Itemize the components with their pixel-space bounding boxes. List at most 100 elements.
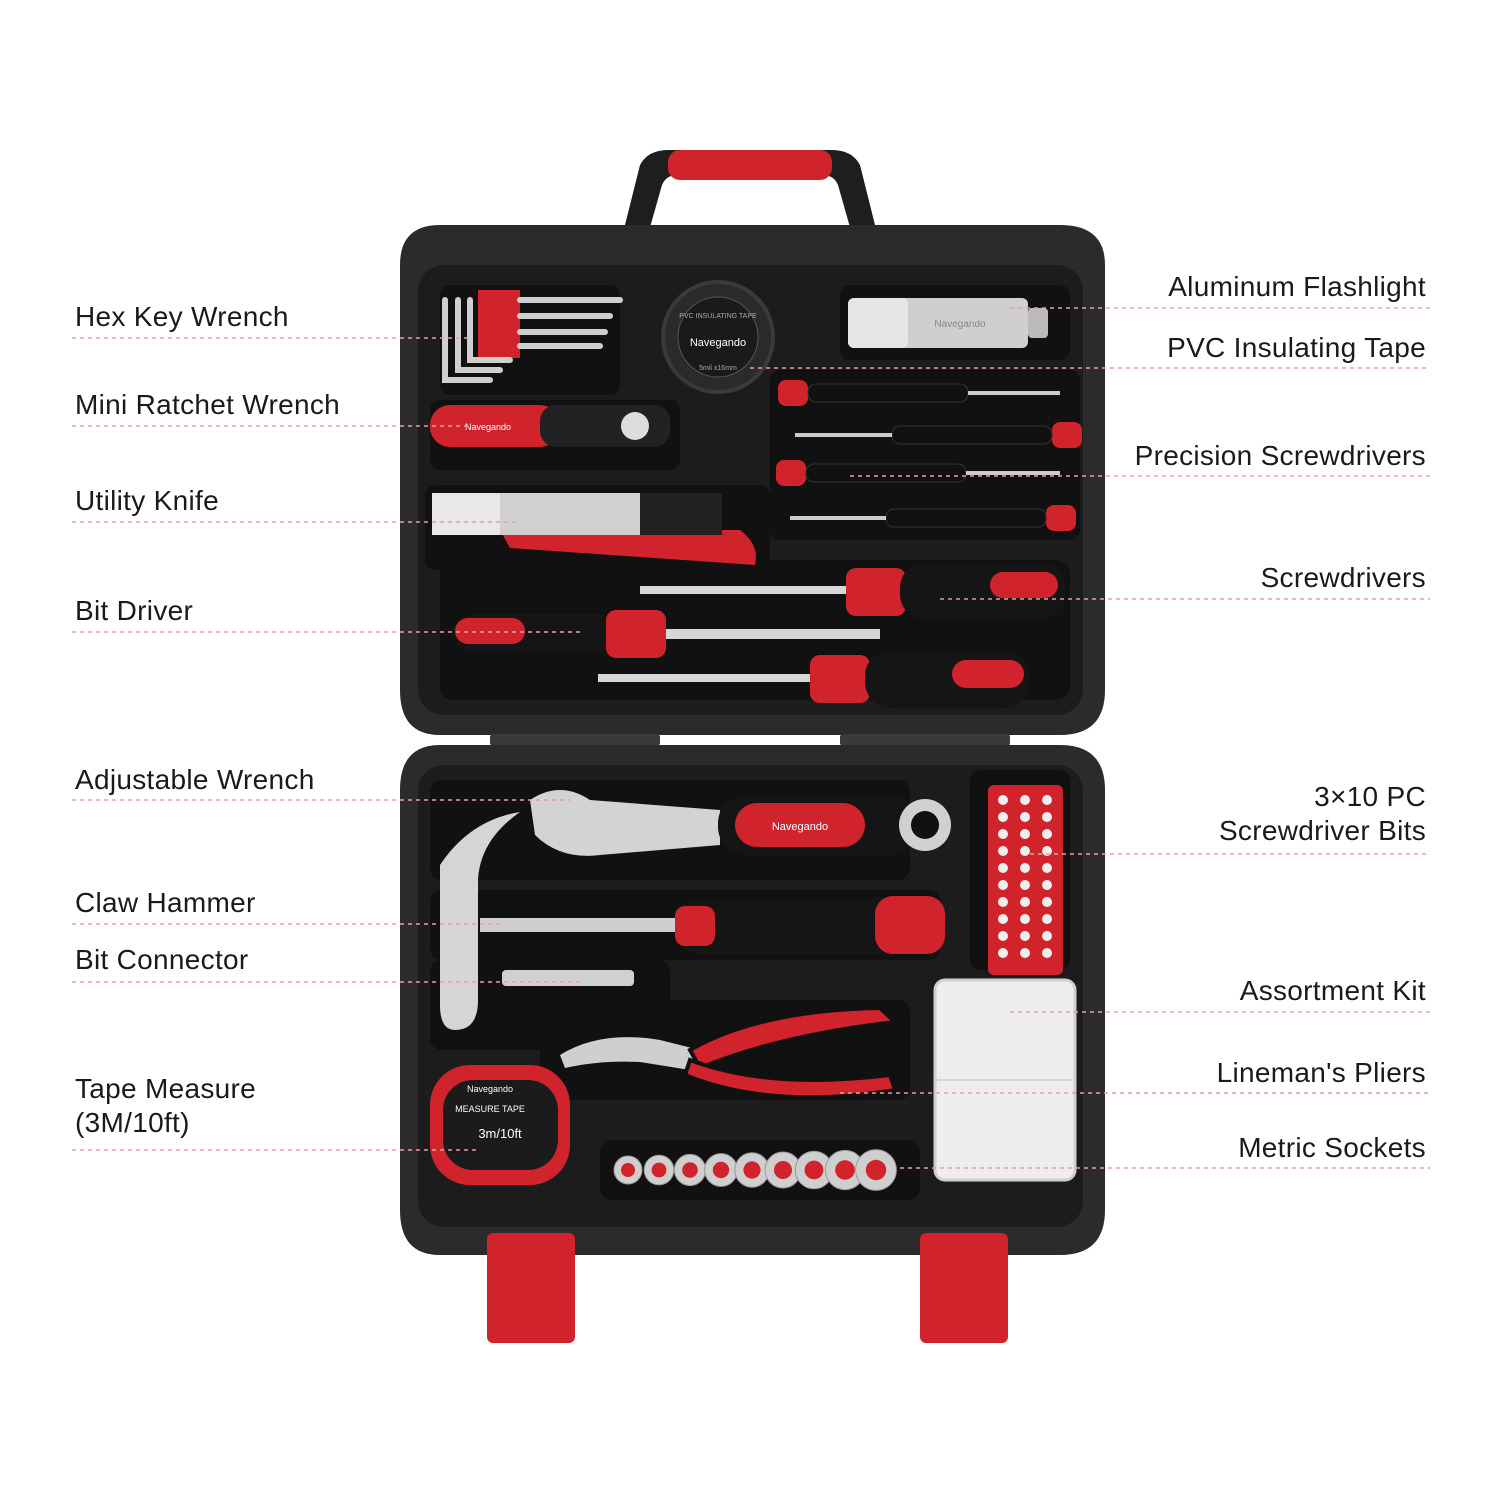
label-line: Screwdriver Bits	[1218, 815, 1426, 846]
label-tape-measure: Tape Measure (3M/10ft)	[75, 1072, 256, 1140]
measure-length-text: 3m/10ft	[478, 1126, 522, 1141]
label-line: Hex Key Wrench	[75, 301, 289, 332]
screwdriver-bit	[1020, 931, 1030, 941]
screwdriver-bit	[1020, 812, 1030, 822]
tape-title-text: PVC INSULATING TAPE	[679, 313, 757, 320]
screwdriver-bit	[998, 812, 1008, 822]
screwdriver-bit	[1042, 931, 1052, 941]
label-precision-screwdrivers: Precision Screwdrivers	[1135, 439, 1426, 473]
label-line: Aluminum Flashlight	[1168, 271, 1426, 302]
label-hex-key-wrench: Hex Key Wrench	[75, 300, 289, 334]
label-line: (3M/10ft)	[75, 1107, 190, 1138]
claw-hammer-tool	[440, 812, 945, 1030]
label-line: Adjustable Wrench	[75, 764, 315, 795]
label-line: Claw Hammer	[75, 887, 256, 918]
label-utility-knife: Utility Knife	[75, 484, 219, 518]
socket-core	[774, 1161, 792, 1179]
case-latches	[487, 1233, 1008, 1343]
screwdriver-bit	[1020, 914, 1030, 924]
screwdriver-bit	[1020, 880, 1030, 890]
screwdriver-bit	[998, 795, 1008, 805]
leader-lines	[72, 307, 1430, 1169]
wrench-brand-text: Navegando	[772, 821, 828, 833]
screwdriver-bit	[1020, 795, 1030, 805]
linemans-pliers-tool	[560, 1005, 900, 1100]
screwdrivers-tool	[453, 562, 1065, 708]
tape-brand-text: Navegando	[690, 337, 746, 349]
adjustable-wrench-tool: Navegando	[530, 790, 951, 856]
label-linemans-pliers: Lineman's Pliers	[1217, 1056, 1426, 1090]
label-bit-driver: Bit Driver	[75, 594, 193, 628]
label-pvc-insulating-tape: PVC Insulating Tape	[1167, 331, 1426, 365]
screwdriver-bits-tool	[988, 785, 1063, 975]
screwdriver-bit	[998, 948, 1008, 958]
label-line: PVC Insulating Tape	[1167, 332, 1426, 363]
mini-ratchet-tool: Navegando	[430, 405, 670, 447]
flashlight-brand-text: Navegando	[934, 319, 986, 330]
label-line: Assortment Kit	[1239, 975, 1426, 1006]
label-aluminum-flashlight: Aluminum Flashlight	[1168, 270, 1426, 304]
screwdriver-bit	[1042, 880, 1052, 890]
label-adjustable-wrench: Adjustable Wrench	[75, 763, 315, 797]
socket-core	[621, 1163, 635, 1177]
screwdriver-bit	[1042, 914, 1052, 924]
socket-core	[835, 1160, 855, 1180]
screwdriver-bit	[998, 829, 1008, 839]
socket-core	[743, 1161, 761, 1179]
case-handle	[620, 150, 880, 245]
case-hinges	[490, 734, 1010, 746]
screwdriver-bit	[1042, 897, 1052, 907]
label-line: Metric Sockets	[1238, 1132, 1426, 1163]
screwdriver-bit	[998, 914, 1008, 924]
socket-core	[712, 1161, 730, 1179]
screwdriver-bit	[1042, 948, 1052, 958]
bit-connector-tool	[502, 970, 634, 986]
measure-title-text: MEASURE TAPE	[455, 1104, 525, 1114]
screwdriver-bit	[1020, 948, 1030, 958]
label-line: Mini Ratchet Wrench	[75, 389, 341, 420]
label-line: Bit Driver	[75, 595, 194, 626]
flashlight-tool: Navegando	[848, 298, 1048, 348]
pvc-tape-tool: PVC INSULATING TAPE Navegando 5mil x16mm	[661, 280, 775, 394]
socket-core	[651, 1162, 667, 1178]
screwdriver-bit	[1042, 863, 1052, 873]
label-assortment-kit: Assortment Kit	[1240, 974, 1426, 1008]
metric-sockets-tool	[613, 1149, 897, 1191]
label-screwdrivers: Screwdrivers	[1261, 561, 1426, 595]
label-line: Precision Screwdrivers	[1134, 440, 1426, 471]
precision-screwdrivers-tool	[776, 380, 1082, 531]
socket-core	[682, 1162, 698, 1178]
label-line: Utility Knife	[75, 485, 219, 516]
socket-core	[865, 1159, 887, 1181]
ratchet-brand-text: Navegando	[465, 422, 511, 432]
screwdriver-bit	[1020, 897, 1030, 907]
label-metric-sockets: Metric Sockets	[1238, 1131, 1426, 1165]
label-line: Screwdrivers	[1260, 562, 1426, 593]
hex-key-wrench-tool	[442, 290, 623, 383]
measure-brand-text: Navegando	[467, 1084, 513, 1094]
socket-core	[804, 1160, 824, 1180]
label-claw-hammer: Claw Hammer	[75, 886, 256, 920]
label-line: 3×10 PC	[1314, 781, 1426, 812]
screwdriver-bit	[998, 880, 1008, 890]
screwdriver-bit	[1020, 863, 1030, 873]
label-line: Tape Measure	[75, 1073, 257, 1104]
label-line: Bit Connector	[75, 944, 249, 975]
assortment-kit-tool	[933, 978, 1077, 1182]
tape-size-text: 5mil x16mm	[699, 365, 737, 372]
screwdriver-bit	[1020, 829, 1030, 839]
label-mini-ratchet-wrench: Mini Ratchet Wrench	[75, 388, 340, 422]
label-line: Lineman's Pliers	[1216, 1057, 1426, 1088]
label-screwdriver-bits: 3×10 PC Screwdriver Bits	[1219, 780, 1426, 848]
screwdriver-bit	[1042, 829, 1052, 839]
screwdriver-bit	[998, 931, 1008, 941]
screwdriver-bit	[998, 897, 1008, 907]
screwdriver-bit	[1042, 812, 1052, 822]
screwdriver-bit	[1042, 795, 1052, 805]
tape-measure-tool: Navegando MEASURE TAPE 3m/10ft	[430, 1065, 570, 1185]
screwdriver-bit	[998, 846, 1008, 856]
utility-knife-tool	[432, 493, 756, 565]
screwdriver-bit	[1020, 846, 1030, 856]
label-bit-connector: Bit Connector	[75, 943, 249, 977]
